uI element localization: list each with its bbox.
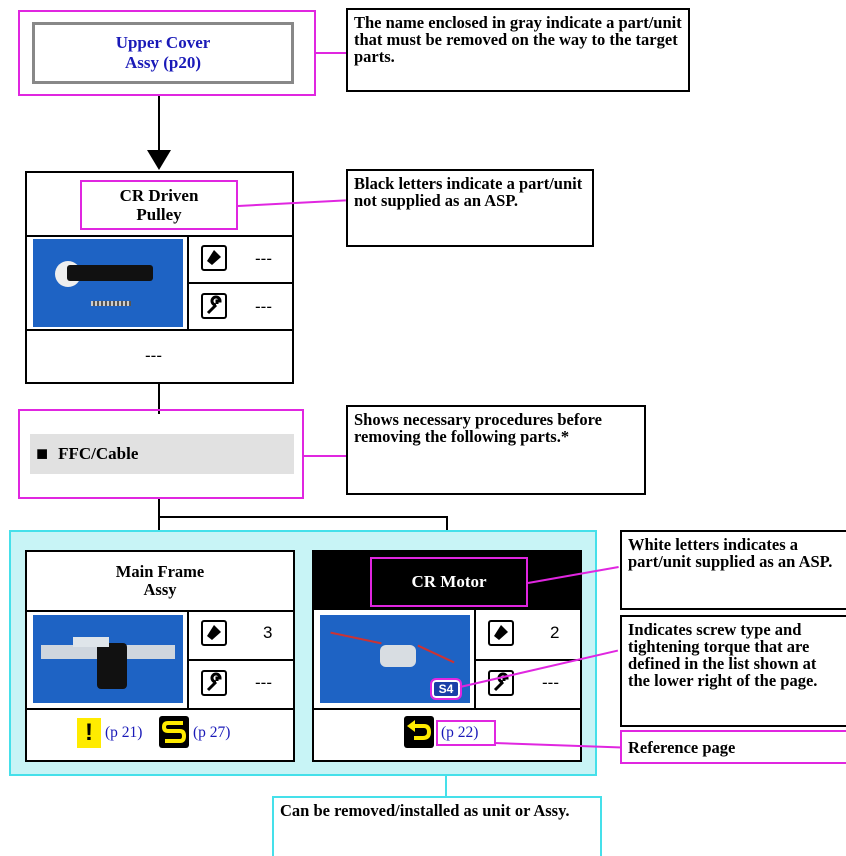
main-frame-photo: [33, 615, 183, 703]
screw-count: 2: [550, 623, 560, 642]
cr-driven-footer: ---: [145, 346, 162, 365]
flow-line: [158, 384, 160, 414]
callout-procedures: Shows necessary procedures before removi…: [346, 405, 646, 495]
wrench-icon: [201, 670, 227, 696]
screw-count: 3: [263, 623, 273, 642]
reference-link[interactable]: (p 21): [105, 724, 143, 741]
main-frame-title-line1: Main Frame: [115, 562, 205, 581]
torque-value: ---: [542, 673, 559, 692]
warning-icon: !: [77, 718, 101, 748]
reference-link[interactable]: (p 27): [193, 724, 231, 741]
flow-line: [158, 499, 160, 539]
flow-line: [158, 516, 448, 518]
main-frame-title-line2: Assy: [143, 580, 177, 599]
procedure-highlight-frame: [18, 409, 304, 499]
cr-driven-title-line2: Pulley: [136, 205, 182, 224]
cr-driven-title-line1: CR Driven: [119, 186, 199, 205]
screw-badge-label: S4: [438, 682, 454, 696]
cr-motor-card: S4 2 --- (p 22): [312, 550, 582, 762]
screw-icon: [488, 620, 514, 646]
callout-black-letters: Black letters indicate a part/unit not s…: [346, 169, 594, 247]
wrench-icon: [488, 670, 514, 696]
upper-cover-title-line1: Upper Cover: [115, 33, 211, 52]
upper-cover-title-line2[interactable]: Assy (p20): [124, 53, 202, 72]
callout-white-letters: White letters indicates a part/unit supp…: [620, 530, 846, 610]
cr-driven-title-highlight: CR Driven Pulley: [80, 180, 238, 230]
bullet-square-icon: ■: [36, 442, 49, 465]
callout-connector: [445, 776, 447, 796]
torque-value: ---: [255, 673, 272, 692]
cr-motor-title: CR Motor: [411, 572, 487, 591]
callout-removable-unit: Can be removed/installed as unit or Assy…: [272, 796, 602, 856]
main-frame-assy-card: Main Frame Assy 3 --- ! (p 21) (p 27): [25, 550, 295, 762]
reference-link[interactable]: (p 22): [441, 724, 479, 741]
screw-badge: S4: [430, 678, 462, 700]
wrench-icon: [201, 293, 227, 319]
callout-connector: [316, 52, 346, 54]
callout-connector: [304, 455, 346, 457]
screw-count: ---: [255, 249, 272, 268]
route-icon: [159, 716, 189, 748]
procedure-label: FFC/Cable: [58, 444, 139, 463]
torque-value: ---: [255, 297, 272, 316]
upper-cover-highlight-frame: [18, 10, 316, 96]
flow-line: [446, 516, 448, 538]
flow-arrow: [147, 150, 171, 170]
screw-icon: [201, 245, 227, 271]
reinstall-icon: [404, 716, 434, 748]
cr-driven-pulley-photo: [33, 239, 183, 327]
callout-gray-name: The name enclosed in gray indicate a par…: [346, 8, 690, 92]
screw-icon: [201, 620, 227, 646]
procedure-bar-ffc-cable[interactable]: ■ FFC/Cable: [30, 434, 294, 474]
cr-motor-title-highlight: CR Motor: [370, 557, 528, 607]
upper-cover-assy-box[interactable]: Upper Cover Assy (p20): [32, 22, 294, 84]
flow-line: [158, 96, 160, 152]
callout-screw-type: Indicates screw type and tightening torq…: [620, 615, 846, 727]
reference-page-highlight: [436, 720, 496, 746]
callout-reference-page: Reference page: [620, 730, 846, 764]
